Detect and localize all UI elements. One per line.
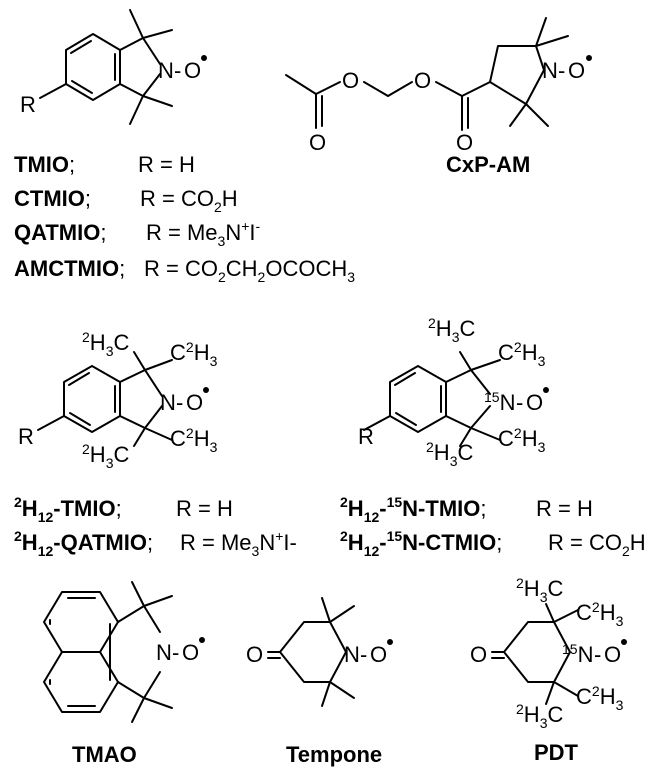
o-atom: O [182, 640, 199, 665]
radical-dot [387, 639, 393, 645]
radical-dot [586, 55, 592, 61]
n-atom: N [344, 642, 360, 667]
label-d12-15n-tmio: 2H12-15N-TMIO; R = H [340, 494, 593, 525]
dash: - [176, 390, 183, 415]
label-qatmio: QATMIO; R = Me3N+I- [14, 218, 261, 249]
radical-dot [203, 387, 209, 393]
radical-dot [543, 387, 549, 393]
label-tmio: TMIO; R = H [14, 152, 195, 177]
label-pdt: PDT [534, 740, 579, 765]
cd3-bottom-left: 2H3C [516, 701, 563, 731]
o-carbonyl1: O [309, 130, 326, 155]
dash: - [174, 58, 181, 83]
o-ester2: O [414, 68, 431, 93]
pdt-structure: O 2H3C C2H3 2H3C C2H3 15N - O [470, 575, 627, 731]
dash: - [594, 642, 601, 667]
o-ester1: O [342, 68, 359, 93]
n-atom: N [160, 390, 176, 415]
o-ketone: O [470, 642, 487, 667]
cd3-top-left: 2H3C [516, 575, 563, 605]
o-atom: O [184, 58, 201, 83]
label-tmao: TMAO [72, 742, 137, 767]
n-atom: N [156, 640, 172, 665]
label-tempone: Tempone [286, 742, 382, 767]
o-atom: O [186, 390, 203, 415]
dash: - [172, 640, 179, 665]
label-d12-tmio: 2H12-TMIO; R = H [14, 494, 233, 525]
tempone-structure: O N - O [246, 597, 393, 707]
tmio-structure: R N - O [20, 9, 207, 125]
cd3-top-right: C2H3 [170, 339, 218, 369]
tmio-series-labels: TMIO; R = H CTMIO; R = CO2H QATMIO; R = … [14, 152, 530, 285]
cd3-top-right: C2H3 [498, 339, 546, 369]
o-ketone: O [246, 642, 263, 667]
o-carbonyl2: O [456, 130, 473, 155]
label-d12-qatmio: 2H12-QATMIO; R = Me3N+I- [14, 528, 297, 559]
tmao-structure: N - O [43, 581, 205, 723]
radical-dot [621, 639, 627, 645]
r-label: R [20, 92, 36, 117]
cd3-bottom-left: 2H3C [82, 441, 129, 471]
d12-tmio-structure: R 2H3C C2H3 2H3C C2H3 N - O [18, 329, 218, 471]
label-amctmio: AMCTMIO; R = CO2CH2OCOCH3 [14, 256, 355, 285]
radical-dot [201, 55, 207, 61]
o-atom: O [370, 642, 387, 667]
r-label: R [18, 424, 34, 449]
r-label: R [358, 424, 374, 449]
dash: - [360, 642, 367, 667]
cd3-top-left: 2H3C [82, 329, 129, 359]
cd3-bottom-right: C2H3 [170, 425, 218, 455]
label-cxp-am: CxP-AM [446, 152, 530, 177]
o-atom: O [604, 642, 621, 667]
label-ctmio: CTMIO; R = CO2H [14, 186, 238, 215]
n15-atom: 15N [562, 641, 593, 667]
cd3-bottom-right: C2H3 [576, 683, 624, 713]
deuterated-series-labels: 2H12-TMIO; R = H 2H12-QATMIO; R = Me3N+I… [14, 494, 646, 559]
cd3-top-right: C2H3 [576, 599, 624, 629]
cxp-am-structure: O O O O N - O [285, 17, 592, 155]
cd3-top-left: 2H3C [428, 315, 475, 345]
o-atom: O [526, 390, 543, 415]
n-atom: N [542, 58, 558, 83]
n15-atom: 15N [484, 389, 515, 415]
d12-15n-tmio-structure: R 2H3C C2H3 2H3C C2H3 15N - O [358, 315, 549, 469]
o-atom: O [568, 58, 585, 83]
dash: - [558, 58, 565, 83]
radical-dot [199, 637, 205, 643]
label-d12-15n-ctmio: 2H12-15N-CTMIO; R = CO2H [340, 528, 646, 559]
cd3-bottom-right: C2H3 [498, 425, 546, 455]
n-atom: N [158, 58, 174, 83]
dash: - [516, 390, 523, 415]
cd3-bottom-left: 2H3C [426, 439, 473, 469]
